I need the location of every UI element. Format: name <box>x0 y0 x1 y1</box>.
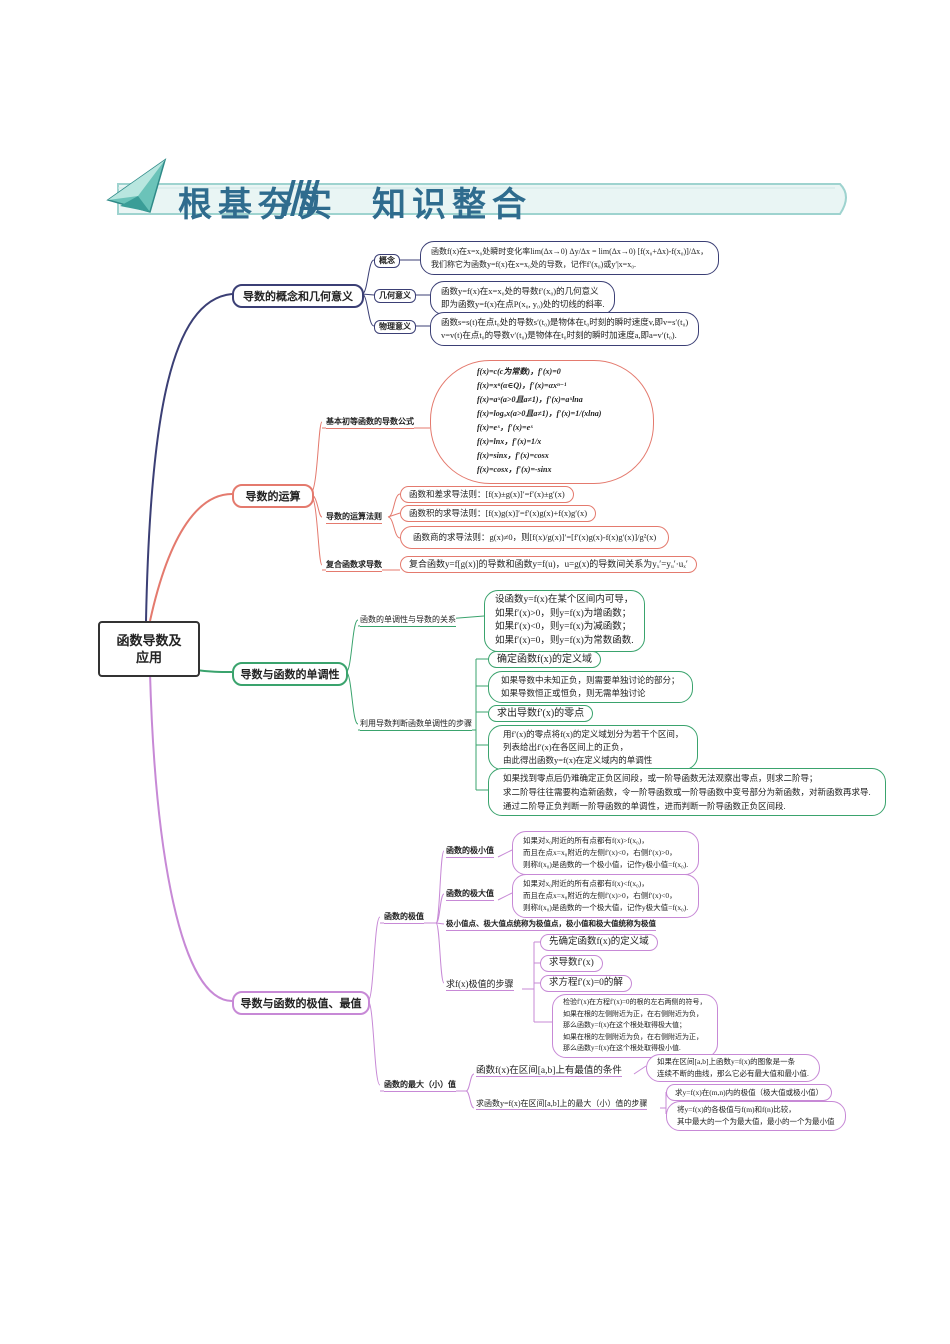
relation-line-1: 设函数y=f(x)在某个区间内可导， <box>495 595 634 605</box>
node-max-min-condition: 函数f(x)在区间[a,b]上有最值的条件 <box>476 1062 622 1077</box>
formula-natural-log: f(x)=lnx，f′(x)=1/x <box>477 437 542 446</box>
extreme-point-note: 极小值点、极大值点统称为极值点，极小值和极大值统称为极值 <box>446 918 656 931</box>
extreme-step-check: 检验f′(x)在方程f′(x)=0的根的左右两侧的符号， 如果在根的左侧附近为正… <box>552 994 718 1058</box>
check-line-3: 那么函数y=f(x)在这个根处取得极大值； <box>563 1021 686 1029</box>
compare-line-2: 其中最大的一个为最大值，最小的一个为最小值 <box>677 1117 835 1126</box>
discussion-line-2: 如果导数恒正或恒负，则无需单独讨论 <box>501 688 646 698</box>
extreme-step-solve: 求方程f′(x)=0的解 <box>540 975 632 992</box>
second-derivative-line-3: 通过二阶导正负判断一阶导函数的单调性，进而判断一阶导函数正负区间段. <box>503 801 786 811</box>
relation-line-3: 如果f′(x)<0，则y=f(x)为减函数； <box>495 622 632 632</box>
rule-product: 函数积的求导法则：[f(x)g(x)]′=f′(x)g(x)+f(x)g′(x) <box>400 505 597 522</box>
root-node: 函数导数及 应用 <box>98 621 200 677</box>
min-line-3: 则称f(x₀)是函数的一个极小值，记作y极小值=f(x₀). <box>523 860 689 869</box>
local-maximum-text: 如果对x₀附近的所有点都有f(x)<f(x₀)， 而且在点x=x₀附近的左侧f′… <box>512 874 700 918</box>
local-minimum-text: 如果对x₀附近的所有点都有f(x)>f(x₀)， 而且在点x=x₀附近的左侧f′… <box>512 831 700 875</box>
banner-graphic <box>106 158 847 216</box>
concept-definition: 函数f(x)在x=x₀处瞬时变化率lim(Δx→0) Δy/Δx = lim(Δ… <box>420 241 720 275</box>
formula-natural-exponential: f(x)=eˣ，f′(x)=eˣ <box>477 423 533 432</box>
branch-extrema: 导数与函数的极值、最值 <box>232 991 370 1015</box>
basic-formulas-bubble: f(x)=c(c为常数)，f′(x)=0 f(x)=xⁿ(α∈Q)，f′(x)=… <box>430 360 654 484</box>
concept-line-1: 函数f(x)在x=x₀处瞬时变化率lim(Δx→0) Δy/Δx = lim(Δ… <box>431 247 709 256</box>
node-operation-rules: 导数的运算法则 <box>326 511 382 524</box>
concept-line-2: 我们称它为函数y=f(x)在x=x₀处的导数，记作f′(x₀)或y′|x=x₀. <box>431 260 636 269</box>
relation-line-4: 如果f′(x)=0，则y=f(x)为常数函数. <box>495 635 634 646</box>
geometric-line-2: 即为函数y=f(x)在点P(x₀, y₀)处的切线的斜率. <box>441 299 605 309</box>
monotonicity-relation-text: 设函数y=f(x)在某个区间内可导， 如果f′(x)>0，则y=f(x)为增函数… <box>484 590 645 652</box>
extreme-step-derivative: 求导数f′(x) <box>540 955 603 972</box>
interval-line-3: 由此得出函数y=f(x)在定义域内的单调性 <box>503 755 653 765</box>
max-line-1: 如果对x₀附近的所有点都有f(x)<f(x₀)， <box>523 879 649 888</box>
physical-line-2: v=v(t)在点t₀的导数v′(t₀)是物体在t₀时刻的瞬时加速度a,即a=v′… <box>441 330 677 340</box>
condition-line-2: 连续不断的曲线，那么它必有最大值和最小值. <box>657 1069 809 1078</box>
max-line-3: 则称f(x₀)是函数的一个极大值，记作y极大值=f(x₀). <box>523 903 689 912</box>
interval-line-1: 用f′(x)的零点将f(x)的定义域划分为若干个区间， <box>503 729 684 739</box>
node-extreme-values: 函数的极值 <box>384 911 424 924</box>
step-zeros: 求出导数f′(x)的零点 <box>488 705 594 722</box>
formula-logarithm: f(x)=logₐx(a>0且a≠1)，f′(x)=1/(xlna) <box>477 409 602 418</box>
node-concept: 概念 <box>374 254 400 268</box>
relation-line-2: 如果f′(x)>0，则y=f(x)为增函数； <box>495 608 632 619</box>
node-geometric-meaning: 几何意义 <box>374 289 416 303</box>
formula-exponential: f(x)=aˣ(a>0且a≠1)，f′(x)=aˣlna <box>477 395 583 404</box>
physical-meaning-text: 函数s=s(t)在点t₀处的导数s′(t₀)是物体在t₀时刻的瞬时速度v,即v=… <box>430 312 700 346</box>
extreme-step-domain: 先确定函数f(x)的定义域 <box>540 934 658 951</box>
node-local-minimum: 函数的极小值 <box>446 845 494 858</box>
node-monotonicity-steps: 利用导数判断函数单调性的步骤 <box>360 718 472 731</box>
rule-sum-difference: 函数和差求导法则：[f(x)±g(x)]′=f′(x)±g′(x) <box>400 486 574 503</box>
geometric-line-1: 函数y=f(x)在x=x₀处的导数f′(x₀)的几何意义 <box>441 286 599 296</box>
node-monotonicity-relation: 函数的单调性与导数的关系 <box>360 614 456 627</box>
step-domain: 确定函数f(x)的定义域 <box>488 651 601 668</box>
banner-right-title: 知识整合 <box>372 187 532 224</box>
formula-constant: f(x)=c(c为常数)，f′(x)=0 <box>477 367 561 376</box>
compare-line-1: 将y=f(x)的各极值与f(m)和f(n)比较， <box>677 1105 796 1114</box>
max-min-condition-text: 如果在区间[a,b]上函数y=f(x)的图象是一条 连续不断的曲线，那么它必有最… <box>646 1054 820 1082</box>
check-line-2: 如果在根的左侧附近为正，在右侧附近为负， <box>563 1009 703 1018</box>
branch-monotonicity: 导数与函数的单调性 <box>232 662 348 686</box>
formula-cosine: f(x)=cosx，f′(x)=-sinx <box>477 465 552 474</box>
node-max-min-steps: 求函数y=f(x)在区间[a,b]上的最大（小）值的步骤 <box>476 1098 648 1110</box>
node-extreme-steps: 求f(x)极值的步骤 <box>446 977 514 991</box>
branch-derivative-concept: 导数的概念和几何意义 <box>232 284 364 308</box>
check-line-1: 检验f′(x)在方程f′(x)=0的根的左右两侧的符号， <box>563 998 707 1006</box>
rule-quotient: 函数商的求导法则：g(x)≠0，则[f(x)/g(x)]′=[f′(x)g(x)… <box>400 526 670 549</box>
min-line-1: 如果对x₀附近的所有点都有f(x)>f(x₀)， <box>523 836 649 845</box>
node-physical-meaning: 物理意义 <box>374 320 416 334</box>
step-intervals: 用f′(x)的零点将f(x)的定义域划分为若干个区间， 列表给出f′(x)在各区… <box>488 725 699 770</box>
max-min-step-extrema: 求y=f(x)在(m,n)内的极值（极大值或极小值） <box>666 1084 833 1101</box>
second-derivative-line-2: 求二阶导往往需要构造新函数，令一阶导函数或一阶导函数中变号部分为新函数，对新函数… <box>503 787 871 797</box>
check-line-4: 如果在根的左侧附近为负，在右侧附近为正， <box>563 1032 703 1041</box>
node-basic-derivative-formulas: 基本初等函数的导数公式 <box>326 416 414 429</box>
step-second-derivative: 如果找到零点后仍难确定正负区间段，或一阶导函数无法观察出零点，则求二阶导； 求二… <box>488 768 886 816</box>
condition-line-1: 如果在区间[a,b]上函数y=f(x)的图象是一条 <box>657 1057 796 1066</box>
max-line-2: 而且在点x=x₀附近的左侧f′(x)>0，右侧f′(x)<0， <box>523 891 677 900</box>
branch-derivative-operations: 导数的运算 <box>232 484 314 508</box>
root-line1: 函数导数及 <box>116 633 182 648</box>
geometric-meaning-text: 函数y=f(x)在x=x₀处的导数f′(x₀)的几何意义 即为函数y=f(x)在… <box>430 281 616 315</box>
node-local-maximum: 函数的极大值 <box>446 888 494 901</box>
interval-line-2: 列表给出f′(x)在各区间上的正负， <box>503 742 629 752</box>
min-line-2: 而且在点x=x₀附近的左侧f′(x)<0，右侧f′(x)>0， <box>523 848 677 857</box>
composite-rule-text: 复合函数y=f[g(x)]的导数和函数y=f(u)，u=g(x)的导数间关系为y… <box>400 556 697 573</box>
node-max-min-values: 函数的最大（小）值 <box>384 1079 456 1092</box>
physical-line-1: 函数s=s(t)在点t₀处的导数s′(t₀)是物体在t₀时刻的瞬时速度v,即v=… <box>441 317 689 327</box>
max-min-step-compare: 将y=f(x)的各极值与f(m)和f(n)比较， 其中最大的一个为最大值，最小的… <box>666 1101 846 1131</box>
node-composite-derivative: 复合函数求导数 <box>326 559 382 572</box>
discussion-line-1: 如果导数中未知正负，则需要单独讨论的部分； <box>501 675 680 685</box>
root-line2: 应用 <box>135 650 162 665</box>
step-discussion: 如果导数中未知正负，则需要单独讨论的部分； 如果导数恒正或恒负，则无需单独讨论 <box>488 671 693 703</box>
formula-sine: f(x)=sinx，f′(x)=cosx <box>477 451 549 460</box>
check-line-5: 那么函数y=f(x)在这个根处取得极小值. <box>563 1044 681 1052</box>
second-derivative-line-1: 如果找到零点后仍难确定正负区间段，或一阶导函数无法观察出零点，则求二阶导； <box>503 773 818 783</box>
banner-left-title: 根基夯实 <box>178 187 338 224</box>
formula-power: f(x)=xⁿ(α∈Q)，f′(x)=αxⁿ⁻¹ <box>477 381 567 390</box>
